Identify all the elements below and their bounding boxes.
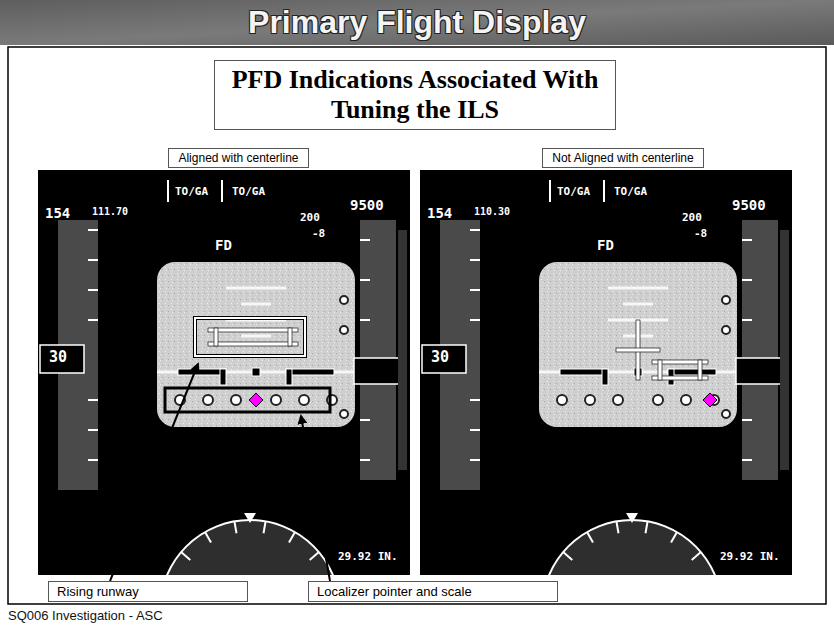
pfd-not-aligned — [420, 170, 792, 630]
pfd-readout: 9500 — [350, 198, 384, 213]
leader-line — [301, 416, 330, 581]
pfd-display — [38, 170, 410, 630]
panel-label: Aligned with centerline — [168, 148, 309, 168]
box-text: Aligned with centerline — [177, 151, 300, 165]
box-text: Localizer pointer and scale — [317, 584, 549, 599]
pfd-readout: -8 — [694, 228, 707, 240]
pfd-readout: 200 — [300, 212, 320, 224]
pfd-readout: 200 — [682, 212, 702, 224]
panel-label: Not Aligned with centerline — [542, 148, 704, 168]
pfd-readout: 111.70 — [92, 206, 128, 217]
pfd-display — [420, 170, 792, 630]
pfd-aligned — [38, 170, 410, 630]
box-text: PFD Indications Associated With Tuning t… — [223, 65, 607, 125]
localizer-pointer — [249, 393, 263, 407]
pfd-readout: 110.30 — [474, 206, 510, 217]
pfd-readout: 30 — [431, 349, 449, 366]
leader-line — [110, 364, 198, 581]
footer-caption: SQ006 Investigation - ASC — [8, 608, 163, 623]
pfd-readout: TO/GA — [614, 186, 647, 198]
slide-heading-box: PFD Indications Associated With Tuning t… — [214, 60, 616, 130]
pfd-readout: -8 — [312, 228, 325, 240]
pfd-readout: TO/GA — [232, 186, 265, 198]
runway-symbol — [616, 320, 708, 380]
pfd-readout: 29.92 IN. — [338, 551, 398, 563]
runway-symbol — [195, 318, 305, 356]
pfd-readout: TO/GA — [557, 186, 590, 198]
localizer-pointer — [703, 393, 717, 407]
title-banner — [0, 0, 834, 45]
callout-box: Localizer pointer and scale — [308, 581, 558, 602]
pfd-readout: 9500 — [732, 198, 766, 213]
slide-title: Primary Flight Display — [0, 0, 834, 44]
pfd-readout: FD — [597, 238, 614, 253]
pfd-readout: 154 — [45, 206, 70, 221]
pfd-readout: TO/GA — [175, 186, 208, 198]
pfd-readout: 154 — [427, 206, 452, 221]
box-text: Rising runway — [57, 584, 239, 599]
box-text: Not Aligned with centerline — [551, 151, 695, 165]
localizer-highlight — [165, 388, 330, 412]
pfd-readout: FD — [215, 238, 232, 253]
callout-box: Rising runway — [48, 581, 248, 602]
pfd-readout: 29.92 IN. — [720, 551, 780, 563]
pfd-readout: 30 — [49, 349, 67, 366]
